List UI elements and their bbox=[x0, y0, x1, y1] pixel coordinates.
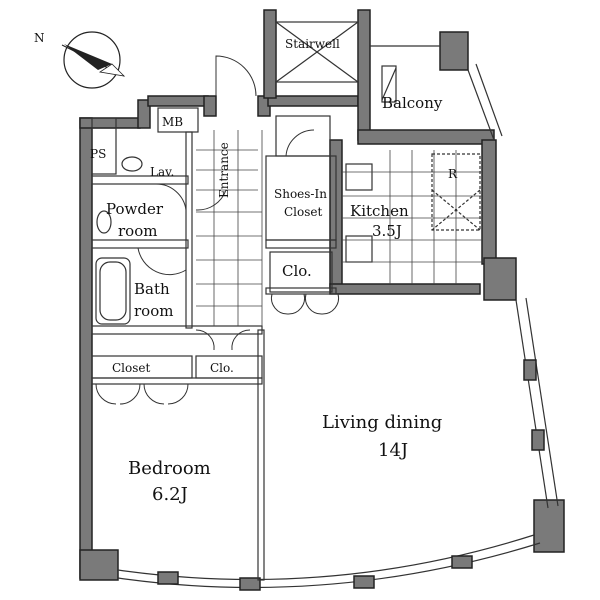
north-arrow-icon bbox=[64, 44, 112, 70]
fixtures bbox=[95, 65, 397, 325]
label-lav: Lav. bbox=[150, 165, 174, 179]
label-bedroom: Bedroom bbox=[128, 458, 211, 479]
label-stairwell: Stairwell bbox=[285, 37, 340, 51]
room-labels: Stairwell Balcony MB PS Lav. Entrance Sh… bbox=[90, 37, 458, 505]
label-clo-small: Clo. bbox=[210, 361, 234, 375]
label-closet: Closet bbox=[112, 361, 151, 375]
label-entrance: Entrance bbox=[217, 142, 231, 198]
entrance-tiles bbox=[196, 130, 263, 326]
interior-partitions bbox=[91, 107, 337, 581]
stairwell bbox=[275, 21, 359, 83]
label-powder-room: room bbox=[118, 222, 157, 240]
label-mb: MB bbox=[162, 115, 183, 129]
label-ps: PS bbox=[90, 147, 106, 161]
label-shoes-closet: Closet bbox=[284, 205, 323, 219]
window-walls bbox=[117, 45, 559, 591]
doors bbox=[95, 55, 339, 405]
compass: N bbox=[34, 31, 126, 89]
kitchen-tiles bbox=[342, 150, 482, 284]
label-clo-center: Clo. bbox=[282, 262, 312, 280]
toilet-icon bbox=[121, 156, 143, 172]
label-bath-room: room bbox=[134, 302, 173, 320]
label-kitchen: Kitchen bbox=[350, 202, 409, 220]
label-living-dining: Living dining bbox=[322, 412, 442, 433]
label-balcony: Balcony bbox=[382, 94, 443, 112]
label-bedroom-size: 6.2J bbox=[152, 484, 188, 505]
label-powder: Powder bbox=[106, 200, 164, 218]
label-shoes-in: Shoes-In bbox=[274, 187, 327, 201]
label-refrigerator: R bbox=[448, 167, 458, 181]
compass-north: N bbox=[34, 31, 45, 45]
label-living-size: 14J bbox=[378, 440, 408, 461]
sink-icon bbox=[96, 210, 112, 234]
label-bath: Bath bbox=[134, 280, 170, 298]
label-kitchen-size: 3.5J bbox=[372, 222, 402, 240]
